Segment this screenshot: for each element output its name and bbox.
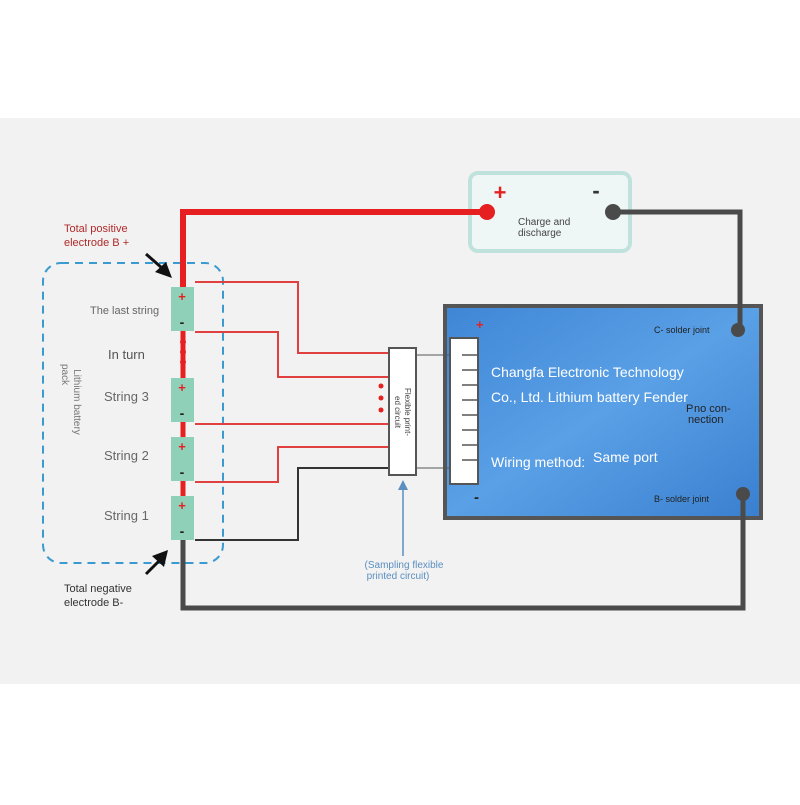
fpc-label-line2: ed circuit xyxy=(393,396,402,429)
c-solder-joint-label: C- solder joint xyxy=(654,325,710,335)
charge-negative-terminal xyxy=(605,204,621,220)
label-string-2: String 2 xyxy=(104,448,149,463)
fpc-label-line1: Flexible print- xyxy=(403,388,412,436)
b-solder-joint xyxy=(736,487,750,501)
label-string-3: String 3 xyxy=(104,389,149,404)
charge-plus-sign: + xyxy=(494,180,507,205)
b-solder-joint-label: B- solder joint xyxy=(654,494,710,504)
cell-last-minus: - xyxy=(180,314,185,330)
board-plus-sign: + xyxy=(476,317,484,332)
wiring-method-label: Wiring method: xyxy=(491,454,585,470)
negative-pointer-arrow xyxy=(144,550,168,576)
protection-board xyxy=(443,304,763,520)
flexible-printed-circuit xyxy=(388,347,417,476)
charge-label-line2: discharge xyxy=(518,228,562,239)
cell-last-plus: + xyxy=(178,289,186,304)
sampling-wire-negative xyxy=(195,467,389,541)
no-connection-line2: nection xyxy=(688,414,723,426)
connector-pins xyxy=(462,354,478,461)
label-last-string: The last string xyxy=(90,305,159,317)
board-connector xyxy=(449,337,479,485)
sampling-label-line1: (Sampling flexible xyxy=(365,560,444,571)
c-solder-joint xyxy=(731,323,745,337)
total-negative-line1: Total negative xyxy=(64,583,132,595)
cell-string-2 xyxy=(171,437,194,481)
cell-string-1 xyxy=(171,496,194,540)
cell-1-plus: + xyxy=(178,498,186,513)
positive-main-wire xyxy=(180,209,487,290)
sampling-wires-red xyxy=(195,281,389,483)
total-positive-line2: electrode B + xyxy=(64,237,129,249)
positive-pointer-arrow xyxy=(145,252,172,278)
charge-minus-sign: - xyxy=(592,178,599,203)
pack-label-line1: Lithium battery xyxy=(71,369,82,435)
charge-negative-wire xyxy=(613,209,743,330)
in-turn-dots xyxy=(180,339,186,365)
cell-string-3 xyxy=(171,378,194,422)
label-string-1: String 1 xyxy=(104,508,149,523)
board-company-line1: Changfa Electronic Technology xyxy=(491,364,684,380)
label-in-turn: In turn xyxy=(108,347,145,362)
sampling-arrow-head xyxy=(398,480,408,490)
fpc-dots xyxy=(378,383,384,413)
sampling-label-line2: printed circuit) xyxy=(367,571,430,582)
battery-pack-outline xyxy=(42,262,224,564)
cell-1-minus: - xyxy=(180,523,185,539)
cell-3-minus: - xyxy=(180,405,185,421)
cell-2-minus: - xyxy=(180,464,185,480)
total-positive-line1: Total positive xyxy=(64,223,128,235)
cell-3-plus: + xyxy=(178,380,186,395)
battery-negative-wire xyxy=(180,495,746,611)
board-p-mark: P xyxy=(686,403,693,415)
total-negative-line2: electrode B- xyxy=(64,597,124,609)
board-minus-sign: - xyxy=(474,489,479,506)
cell-2-plus: + xyxy=(178,439,186,454)
charge-label-line1: Charge and xyxy=(518,217,570,228)
charge-positive-terminal xyxy=(479,204,495,220)
cell-last-string xyxy=(171,287,194,331)
pack-label: Lithium battery pack xyxy=(59,364,82,435)
board-company-line2: Co., Ltd. Lithium battery Fender xyxy=(491,389,688,405)
fpc-label: Flexible print- ed circuit xyxy=(393,388,412,436)
wiring-method-value: Same port xyxy=(593,449,658,465)
pack-label-line2: pack xyxy=(59,364,70,386)
no-connection-line1: no con- xyxy=(694,403,731,415)
